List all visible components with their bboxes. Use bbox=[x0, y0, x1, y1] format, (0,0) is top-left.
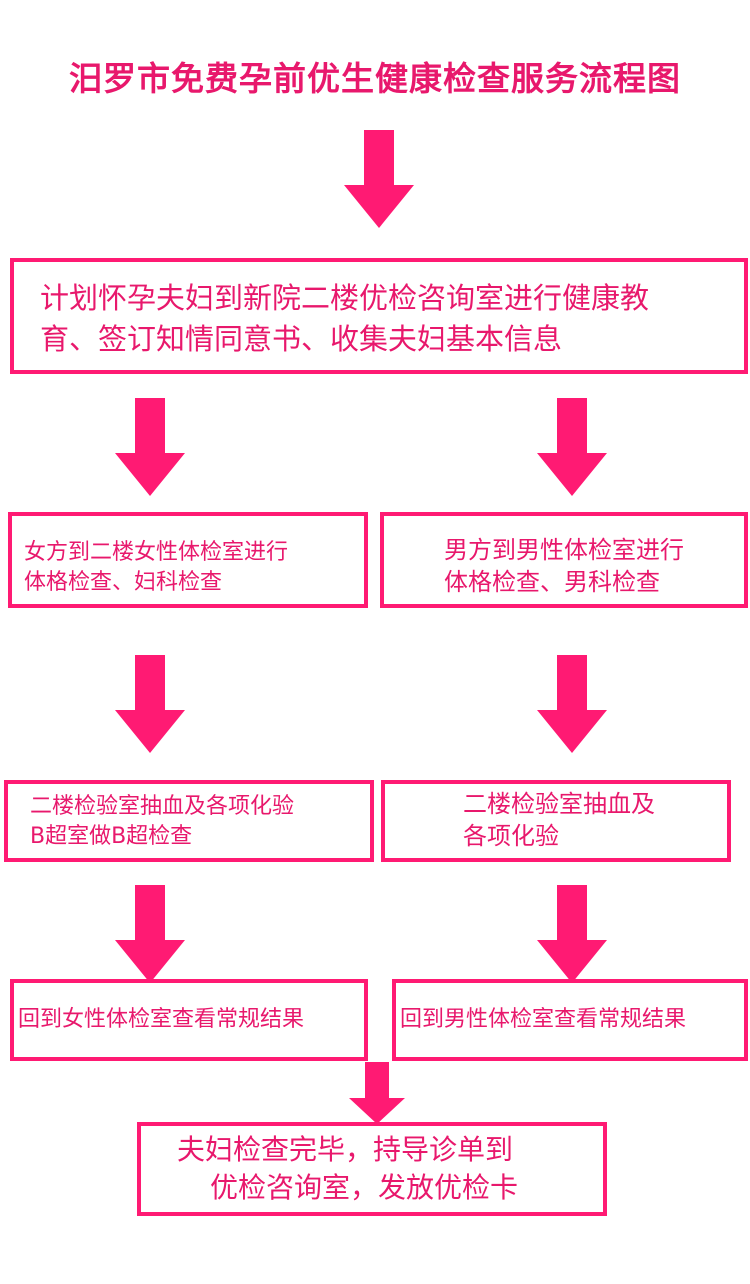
step-female-exam-text: 女方到二楼女性体检室进行 体格检查、妇科检查 bbox=[24, 538, 288, 598]
step-male-lab-box: 二楼检验室抽血及 各项化验 bbox=[381, 780, 731, 862]
arrow-down-icon bbox=[537, 398, 607, 496]
step-female-lab-box: 二楼检验室抽血及各项化验 B超室做B超检查 bbox=[4, 780, 374, 862]
step-male-lab-text: 二楼检验室抽血及 各项化验 bbox=[463, 788, 655, 852]
step-intake-box: 计划怀孕夫妇到新院二楼优检咨询室进行健康教 育、签订知情同意书、收集夫妇基本信息 bbox=[10, 258, 748, 374]
step-finish-line-1: 夫妇检查完毕，持导诊单到 bbox=[177, 1133, 514, 1166]
page-title: 汨罗市免费孕前优生健康检查服务流程图 bbox=[69, 59, 681, 98]
step-male-exam-box: 男方到男性体检室进行 体格检查、男科检查 bbox=[380, 512, 748, 608]
step-female-lab-line-2: B超室做B超检查 bbox=[30, 824, 193, 849]
arrow-down-icon bbox=[349, 1062, 405, 1124]
step-female-result-box: 回到女性体检室查看常规结果 bbox=[10, 979, 368, 1061]
arrow-down-icon bbox=[344, 130, 414, 228]
step-female-exam-line-1: 女方到二楼女性体检室进行 bbox=[24, 540, 289, 565]
step-male-exam-text: 男方到男性体检室进行 体格检查、男科检查 bbox=[444, 534, 684, 598]
arrow-down-icon bbox=[115, 655, 185, 753]
step-finish-box: 夫妇检查完毕，持导诊单到 优检咨询室，发放优检卡 bbox=[137, 1122, 607, 1216]
step-intake-text: 计划怀孕夫妇到新院二楼优检咨询室进行健康教 育、签订知情同意书、收集夫妇基本信息 bbox=[40, 278, 649, 360]
step-finish-line-2: 优检咨询室，发放优检卡 bbox=[210, 1171, 519, 1204]
step-male-lab-line-2: 各项化验 bbox=[463, 822, 559, 850]
step-intake-line-2: 育、签订知情同意书、收集夫妇基本信息 bbox=[40, 322, 563, 356]
step-male-exam-line-1: 男方到男性体检室进行 bbox=[444, 536, 684, 564]
step-intake-line-1: 计划怀孕夫妇到新院二楼优检咨询室进行健康教 bbox=[40, 281, 650, 315]
step-male-result-text: 回到男性体检室查看常规结果 bbox=[400, 1004, 686, 1036]
step-female-exam-box: 女方到二楼女性体检室进行 体格检查、妇科检查 bbox=[8, 512, 368, 608]
step-finish-text: 夫妇检查完毕，持导诊单到 优检咨询室，发放优检卡 bbox=[177, 1131, 518, 1207]
step-male-result-line-1: 回到男性体检室查看常规结果 bbox=[400, 1007, 687, 1032]
step-female-exam-line-2: 体格检查、妇科检查 bbox=[24, 570, 223, 595]
arrow-down-icon bbox=[537, 885, 607, 983]
step-female-lab-line-1: 二楼检验室抽血及各项化验 bbox=[30, 794, 295, 819]
step-female-result-text: 回到女性体检室查看常规结果 bbox=[18, 1004, 304, 1036]
arrow-down-icon bbox=[115, 398, 185, 496]
step-male-exam-line-2: 体格检查、男科检查 bbox=[444, 568, 660, 596]
arrow-down-icon bbox=[115, 885, 185, 983]
step-female-lab-text: 二楼检验室抽血及各项化验 B超室做B超检查 bbox=[30, 792, 294, 852]
step-female-result-line-1: 回到女性体检室查看常规结果 bbox=[18, 1007, 305, 1032]
arrow-down-icon bbox=[537, 655, 607, 753]
step-male-result-box: 回到男性体检室查看常规结果 bbox=[392, 979, 748, 1061]
step-male-lab-line-1: 二楼检验室抽血及 bbox=[463, 790, 655, 818]
